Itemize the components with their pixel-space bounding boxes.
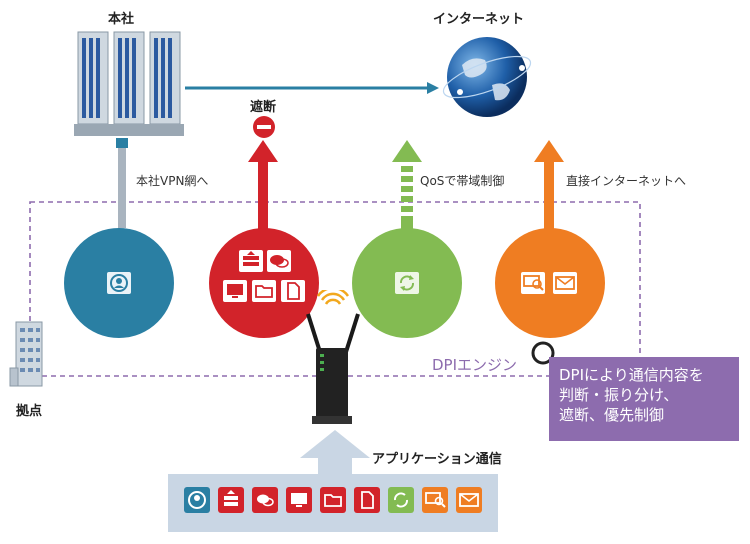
app-document-icon — [354, 487, 380, 513]
internet-globe-icon — [440, 30, 535, 125]
qos-arrow — [392, 140, 422, 230]
dpi-callout-line-3: 遮断、優先制御 — [559, 406, 665, 424]
qos-circle — [352, 228, 462, 338]
branch-label: 拠点 — [16, 404, 43, 419]
monitor-icon — [223, 280, 247, 302]
chat-icon — [267, 250, 291, 272]
document-icon — [281, 280, 305, 302]
app-folder-icon — [320, 487, 346, 513]
direct-circle — [495, 228, 605, 338]
hq-internet-line — [185, 82, 439, 94]
dpi-callout-line-2: 判断・振り分け、 — [559, 386, 679, 404]
refresh-icon — [395, 272, 419, 294]
server-icon — [239, 250, 263, 272]
app-refresh-icon — [388, 487, 414, 513]
app-chat-icon — [252, 487, 278, 513]
app-contact-icon — [184, 487, 210, 513]
vpn-circle — [64, 228, 174, 338]
dpi-engine-label: DPIエンジン — [432, 356, 518, 374]
search-monitor-icon — [521, 272, 545, 294]
direct-arrow — [534, 140, 564, 230]
app-mail-icon — [456, 487, 482, 513]
block-arrow — [248, 140, 278, 230]
block-circle — [209, 228, 319, 338]
dpi-callout: DPIにより通信内容を 判断・振り分け、 遮断、優先制御 — [549, 357, 739, 441]
hq-server-icon — [72, 30, 187, 138]
hq-label: 本社 — [108, 12, 135, 27]
app-server-icon — [218, 487, 244, 513]
mail-icon — [553, 272, 577, 294]
app-search-monitor-icon — [422, 487, 448, 513]
block-label: 遮断 — [250, 100, 277, 115]
hq-vpn-label: 本社VPN網へ — [136, 174, 209, 188]
vpn-pipe — [115, 138, 129, 228]
qos-label: QoSで帯域制御 — [420, 174, 505, 188]
app-up-arrow — [300, 430, 370, 476]
router-icon — [298, 286, 368, 430]
folder-icon — [252, 280, 276, 302]
internet-label: インターネット — [433, 12, 525, 27]
contact-icon — [107, 272, 131, 294]
app-comm-label: アプリケーション通信 — [372, 452, 502, 467]
app-monitor-icon — [286, 487, 312, 513]
branch-building-icon — [8, 318, 48, 388]
dpi-callout-line-1: DPIにより通信内容を — [559, 366, 704, 384]
no-entry-icon — [252, 115, 276, 139]
direct-internet-label: 直接インターネットへ — [566, 174, 687, 188]
